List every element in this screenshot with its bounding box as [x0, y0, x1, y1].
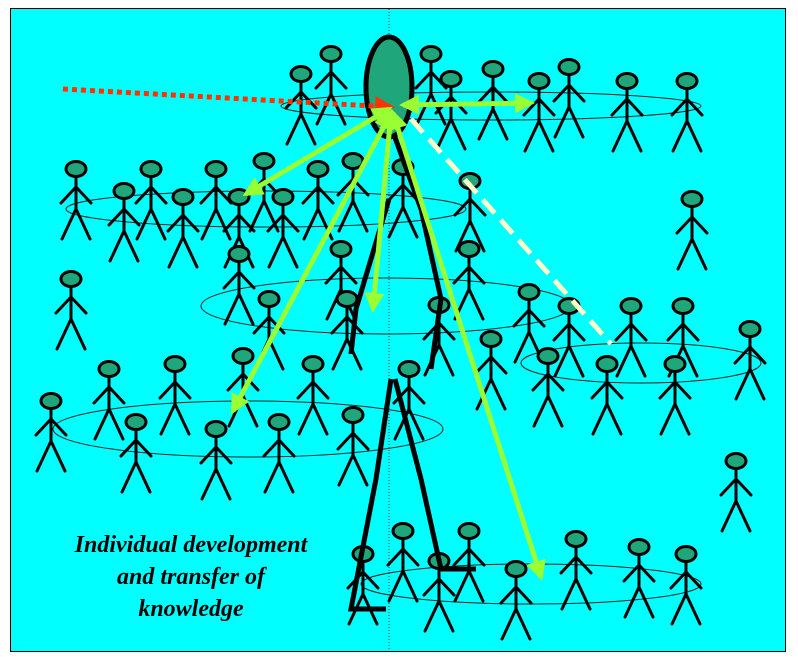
stick-figure — [666, 297, 700, 378]
stick-figure — [552, 297, 586, 378]
central-person-leg-right — [392, 378, 476, 572]
stick-figure — [675, 190, 709, 271]
caption-line-3: knowledge — [138, 596, 244, 622]
external-input-arrow — [62, 86, 395, 117]
stick-figure — [499, 560, 533, 641]
group-ellipse — [360, 563, 702, 605]
arrow-to-lower-left-group — [230, 109, 394, 415]
caption-line-2: and transfer of — [116, 564, 266, 590]
stick-figure — [314, 45, 348, 126]
stick-figure — [658, 355, 692, 436]
stick-figure — [92, 360, 126, 441]
stick-figure — [262, 413, 296, 494]
stick-figure — [719, 452, 753, 533]
group-ellipse — [520, 342, 762, 384]
stick-figure — [134, 160, 168, 241]
knowledge-arrows — [62, 86, 613, 581]
stick-figure — [452, 240, 486, 321]
arrow-to-right-group — [399, 93, 535, 115]
stick-figure — [531, 347, 565, 428]
diagram-caption: Individual development and transfer of k… — [41, 529, 341, 625]
stick-figure — [336, 406, 370, 487]
central-person-leg-left — [347, 378, 394, 612]
stick-figure — [610, 72, 644, 153]
stick-figure — [34, 392, 68, 473]
stick-figure — [590, 355, 624, 436]
stick-figure — [266, 188, 300, 269]
stick-figure — [119, 413, 153, 494]
stick-figure — [476, 60, 510, 141]
stick-figure — [733, 320, 767, 401]
stick-figure — [614, 297, 648, 378]
stick-figure — [452, 522, 486, 603]
stick-figure — [669, 545, 703, 626]
stick-figure — [559, 530, 593, 611]
stick-figure — [522, 72, 556, 153]
arrow-to-bottom-group — [388, 109, 546, 581]
stick-figure — [284, 65, 318, 146]
stick-figure — [252, 290, 286, 371]
stick-figure — [670, 72, 704, 153]
stick-figure — [324, 240, 358, 321]
stick-figure — [386, 522, 420, 603]
caption-line-1: Individual development — [74, 532, 308, 558]
stick-figure — [474, 330, 508, 411]
scene-svg — [34, 9, 767, 651]
stick-figure — [107, 182, 141, 263]
stick-figure — [622, 538, 656, 619]
stick-figure — [59, 160, 93, 241]
stick-figure — [296, 355, 330, 436]
stick-figure — [158, 355, 192, 436]
stick-figure — [54, 270, 88, 351]
stick-figure — [552, 58, 586, 139]
stick-figure — [199, 420, 233, 501]
stick-figure — [414, 45, 448, 126]
stick-figure — [166, 188, 200, 269]
diagram-canvas: Individual development and transfer of k… — [10, 8, 786, 652]
